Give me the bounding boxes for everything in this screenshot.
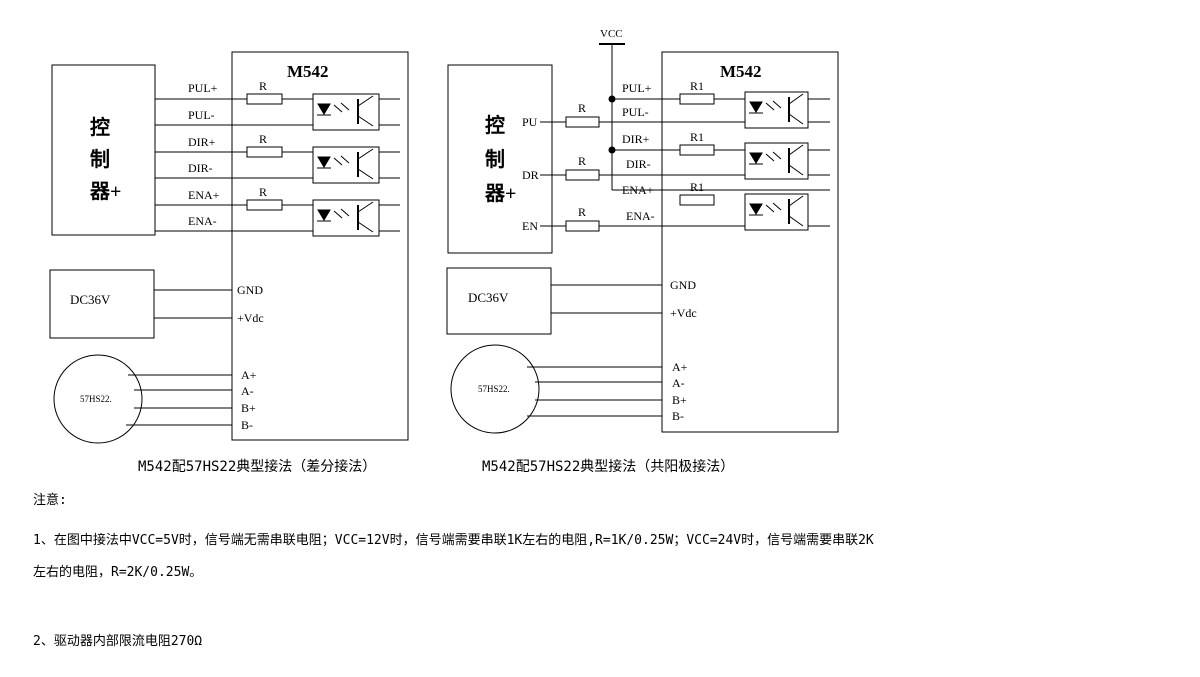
left-diagram-caption: M542配57HS22典型接法（差分接法） (138, 459, 377, 475)
right-power-label: DC36V (468, 290, 509, 305)
right-vcc-label: VCC (600, 28, 623, 40)
left-optocoupler-ena (312, 199, 380, 237)
left-optocoupler-pul (312, 93, 380, 131)
right-resistor-dir (679, 144, 715, 156)
right-controller-box (447, 64, 553, 254)
left-pin-b-minus: B- (241, 418, 253, 432)
right-series-resistor-label-pu: R (578, 101, 586, 115)
left-resistor-label-dir: R (259, 132, 267, 146)
left-driver-title: M542 (287, 62, 329, 81)
right-resistor-label-dir: R1 (690, 130, 704, 144)
left-power-label: DC36V (70, 292, 111, 307)
right-resistor-label-pul: R1 (690, 79, 704, 93)
right-pin-pul-plus: PUL+ (622, 81, 652, 95)
left-controller-char-3: 器+ (89, 180, 121, 203)
right-optocoupler-ena (744, 193, 809, 231)
left-motor (53, 354, 143, 444)
right-pin-gnd: GND (670, 278, 696, 292)
left-pin-gnd: GND (237, 283, 263, 297)
right-series-resistor-label-en: R (578, 205, 586, 219)
right-pin-dir-plus: DIR+ (622, 132, 650, 146)
left-pin-pul-minus: PUL- (188, 108, 215, 122)
notes-title: 注意: (33, 493, 67, 508)
right-pin-ena-plus: ENA+ (622, 183, 654, 197)
right-optocoupler-pul (744, 91, 809, 129)
right-resistor-ena (679, 194, 715, 206)
right-resistor-label-ena: R1 (690, 180, 704, 194)
wiring-diagram-canvas: M542 控 制 器+ PUL+ PUL- DIR+ DIR- ENA+ ENA… (49, 28, 839, 444)
left-optocoupler-dir (312, 146, 380, 184)
right-series-resistor-pu (565, 116, 600, 128)
right-series-resistor-label-dr: R (578, 154, 586, 168)
right-controller-pin-en: EN (522, 219, 538, 233)
right-pin-b-plus: B+ (672, 393, 687, 407)
left-motor-label: 57HS22. (80, 394, 112, 404)
right-pin-a-plus: A+ (672, 360, 688, 374)
left-pin-vdc: +Vdc (237, 311, 264, 325)
right-resistor-pul (679, 93, 715, 105)
left-resistor-label-pul: R (259, 79, 267, 93)
right-controller-pin-dr: DR (522, 168, 539, 182)
right-driver-title: M542 (720, 62, 762, 81)
right-power-box (446, 267, 552, 335)
notes-line-2: 左右的电阻，R=2K/0.25W。 (33, 565, 203, 580)
left-pin-ena-plus: ENA+ (188, 188, 220, 202)
left-pin-a-plus: A+ (241, 368, 257, 382)
notes-line-3: 2、驱动器内部限流电阻270Ω (33, 634, 203, 649)
left-controller-char-1: 控 (90, 115, 110, 139)
left-resistor-ena (246, 199, 283, 211)
left-resistor-label-ena: R (259, 185, 267, 199)
right-diagram-caption: M542配57HS22典型接法（共阳极接法） (482, 459, 735, 475)
left-resistor-pul (246, 93, 283, 105)
notes-line-1: 1、在图中接法中VCC=5V时，信号端无需串联电阻；VCC=12V时，信号端需要… (33, 533, 874, 548)
left-power-box (49, 269, 155, 339)
right-series-resistor-dr (565, 169, 600, 181)
left-pin-pul-plus: PUL+ (188, 81, 218, 95)
left-resistor-dir (246, 146, 283, 158)
left-pin-b-plus: B+ (241, 401, 256, 415)
left-pin-a-minus: A- (241, 384, 254, 398)
left-driver-box (231, 51, 409, 441)
right-pin-b-minus: B- (672, 409, 684, 423)
right-controller-char-2: 制 (485, 148, 505, 171)
right-pin-dir-minus: DIR- (626, 157, 651, 171)
right-pin-vdc: +Vdc (670, 306, 697, 320)
right-pin-a-minus: A- (672, 376, 685, 390)
right-pin-ena-minus: ENA- (626, 209, 655, 223)
right-controller-pin-pu: PU (522, 115, 538, 129)
right-optocoupler-dir (744, 142, 809, 180)
right-controller-char-1: 控 (485, 113, 505, 137)
left-pin-dir-minus: DIR- (188, 161, 213, 175)
right-motor-label: 57HS22. (478, 384, 510, 394)
right-motor (450, 344, 540, 434)
left-pin-dir-plus: DIR+ (188, 135, 216, 149)
right-pin-pul-minus: PUL- (622, 105, 649, 119)
right-driver-box (661, 51, 839, 433)
right-series-resistor-en (565, 220, 600, 232)
left-controller-box (51, 64, 156, 236)
right-controller-char-3: 器+ (484, 182, 516, 205)
left-controller-char-2: 制 (90, 148, 110, 171)
left-pin-ena-minus: ENA- (188, 214, 217, 228)
